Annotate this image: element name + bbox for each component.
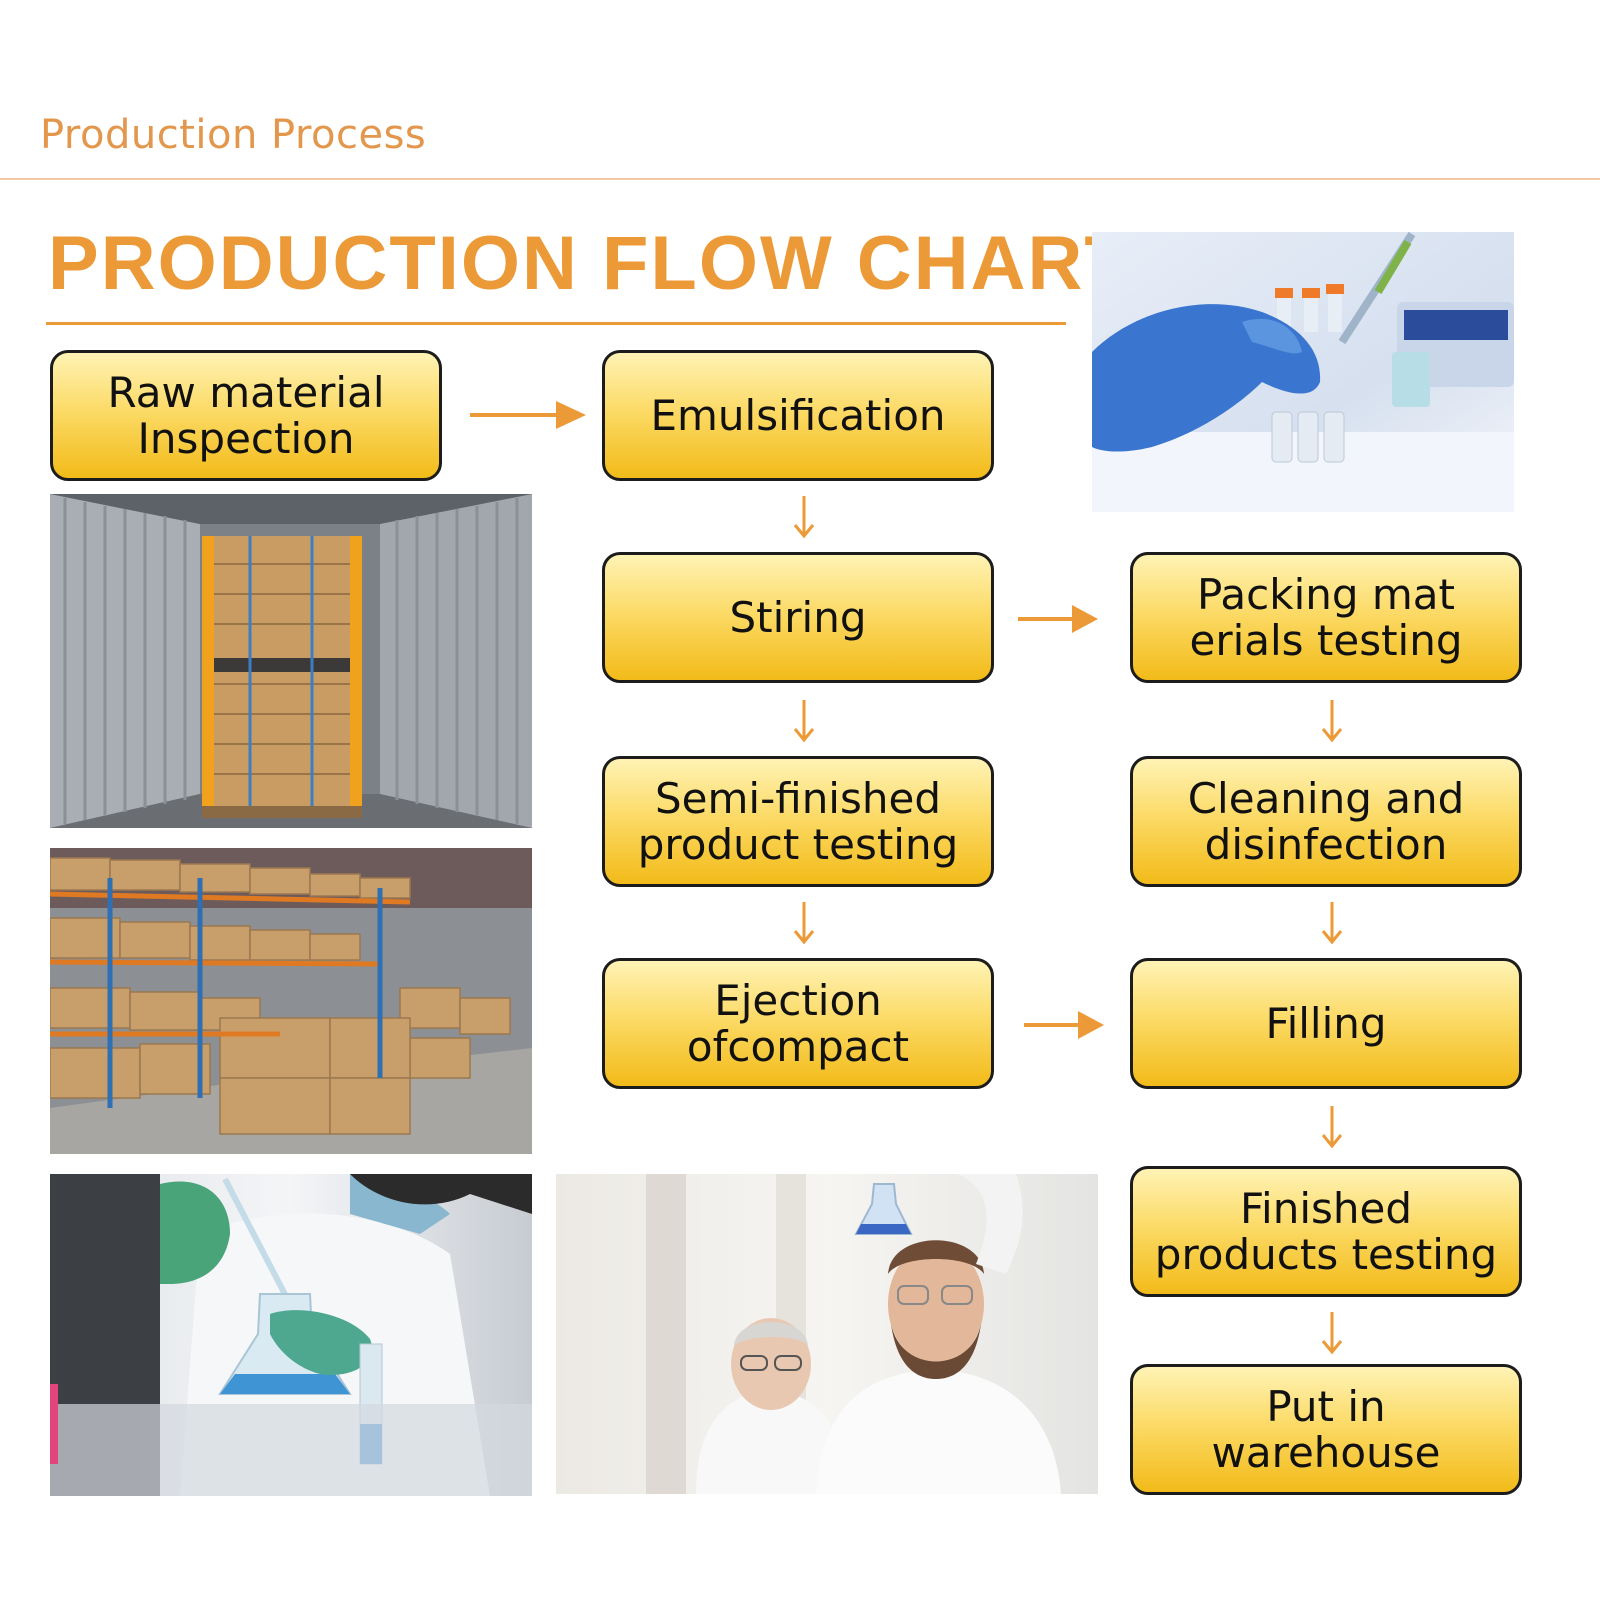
step-emulsification: Emulsification — [602, 350, 994, 481]
arrow-right-icon — [470, 398, 586, 432]
section-title: Production Process — [40, 112, 427, 158]
shipping-container-pallet-photo — [50, 494, 532, 828]
chart-title-underline — [46, 322, 1066, 325]
step-label: Filling — [1265, 998, 1387, 1048]
step-finished-products-testing: Finished products testing — [1130, 1166, 1522, 1297]
arrow-down-icon — [792, 496, 816, 539]
step-label: Put in warehouse — [1211, 1381, 1441, 1477]
chart-title: PRODUCTION FLOW CHART — [48, 221, 1133, 306]
arrow-down-icon — [1320, 1312, 1344, 1355]
lab-gloved-hand-vials-photo — [1092, 232, 1514, 512]
step-label: Ejection ofcompact — [686, 975, 910, 1071]
step-cleaning-and-disinfection: Cleaning and disinfection — [1130, 756, 1522, 887]
step-label: Finished products testing — [1154, 1183, 1498, 1279]
step-filling: Filling — [1130, 958, 1522, 1089]
arrow-right-icon — [1018, 602, 1098, 636]
arrow-right-icon — [1024, 1008, 1104, 1042]
arrow-down-icon — [792, 700, 816, 743]
step-label: Semi-finished product testing — [637, 773, 959, 869]
arrow-down-icon — [1320, 700, 1344, 743]
step-label: Stiring — [729, 592, 867, 642]
step-label: Emulsification — [650, 390, 946, 440]
section-divider — [0, 178, 1600, 180]
step-label: Cleaning and disinfection — [1187, 773, 1465, 869]
step-put-in-warehouse: Put in warehouse — [1130, 1364, 1522, 1495]
lab-pipette-flask-photo — [50, 1174, 532, 1496]
step-label: Packing mat erials testing — [1189, 569, 1463, 665]
arrow-down-icon — [1320, 1106, 1344, 1149]
step-semi-finished-product-testing: Semi-finished product testing — [602, 756, 994, 887]
step-stiring: Stiring — [602, 552, 994, 683]
warehouse-shelves-boxes-photo — [50, 848, 532, 1154]
step-raw-material-inspection: Raw material Inspection — [50, 350, 442, 481]
step-label: Raw material Inspection — [107, 367, 385, 463]
step-ejection-of-compact: Ejection ofcompact — [602, 958, 994, 1089]
scientists-examining-flask-photo — [556, 1174, 1098, 1494]
arrow-down-icon — [1320, 902, 1344, 945]
arrow-down-icon — [792, 902, 816, 945]
step-packing-materials-testing: Packing mat erials testing — [1130, 552, 1522, 683]
